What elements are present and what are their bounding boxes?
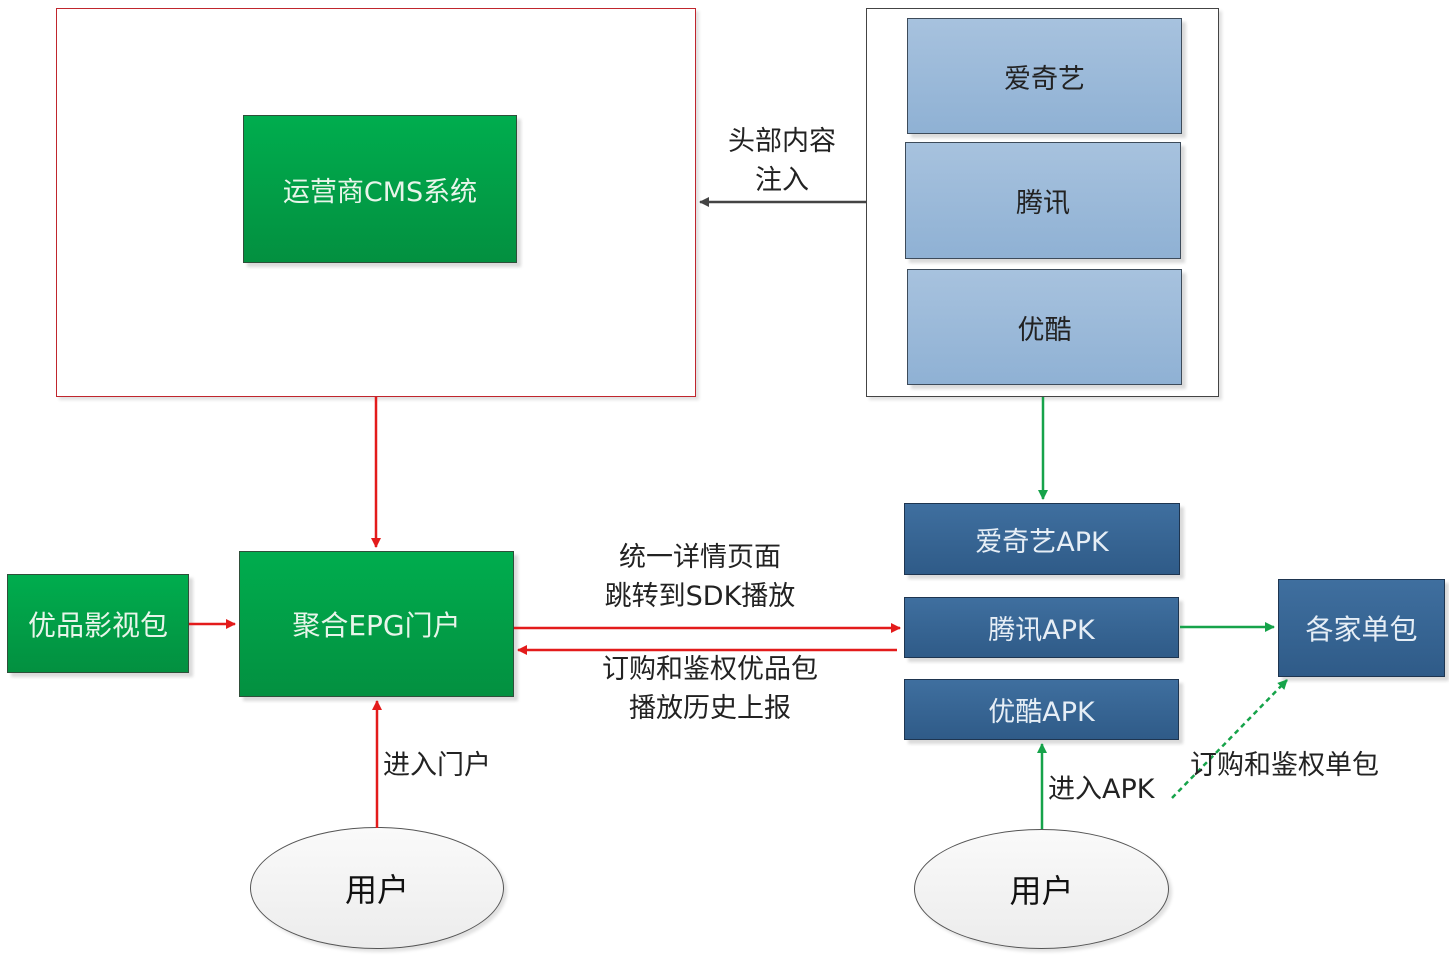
apk-iqiyi-node[interactable]: 爱奇艺APK xyxy=(904,503,1180,575)
label-header-content-injection: 头部内容 注入 xyxy=(712,122,852,200)
label-line: 播放历史上报 xyxy=(629,693,791,725)
label-order-auth-single: 订购和鉴权单包 xyxy=(1190,750,1379,781)
user-left-label: 用户 xyxy=(344,871,409,909)
arrow-order-single-dashed xyxy=(1171,679,1288,799)
single-packages-label: 各家单包 xyxy=(1305,613,1418,646)
label-line: 头部内容 xyxy=(728,126,836,157)
premium-package-node[interactable]: 优品影视包 xyxy=(7,574,189,673)
label-enter-apk: 进入APK xyxy=(1048,774,1155,805)
provider-tencent-label: 腾讯 xyxy=(1016,188,1070,219)
provider-youku-label: 优酷 xyxy=(1017,314,1072,346)
apk-iqiyi-label: 爱奇艺APK xyxy=(975,526,1109,558)
apk-tencent-node[interactable]: 腾讯APK xyxy=(904,597,1179,658)
operator-cms-label: 运营商CMS系统 xyxy=(282,176,478,208)
provider-youku-node[interactable]: 优酷 xyxy=(907,269,1182,385)
label-line: 跳转到SDK播放 xyxy=(604,581,796,613)
provider-tencent-node[interactable]: 腾讯 xyxy=(905,142,1181,259)
aggregated-epg-node[interactable]: 聚合EPG门户 xyxy=(239,551,514,697)
label-line: 统一详情页面 xyxy=(619,542,781,573)
user-right-label: 用户 xyxy=(1009,872,1074,910)
premium-package-label: 优品影视包 xyxy=(27,608,168,642)
user-right-node[interactable]: 用户 xyxy=(914,829,1169,949)
apk-tencent-label: 腾讯APK xyxy=(988,615,1095,646)
provider-iqiyi-node[interactable]: 爱奇艺 xyxy=(907,18,1182,134)
operator-cms-node[interactable]: 运营商CMS系统 xyxy=(243,115,517,263)
single-packages-node[interactable]: 各家单包 xyxy=(1278,579,1445,677)
label-line: 订购和鉴权优品包 xyxy=(602,654,818,685)
provider-iqiyi-label: 爱奇艺 xyxy=(1004,63,1085,95)
apk-youku-label: 优酷APK xyxy=(988,697,1095,728)
label-enter-portal: 进入门户 xyxy=(383,750,491,781)
user-left-node[interactable]: 用户 xyxy=(250,827,504,949)
label-line: 注入 xyxy=(755,165,809,197)
aggregated-epg-label: 聚合EPG门户 xyxy=(292,609,461,642)
label-order-auth-report: 订购和鉴权优品包 播放历史上报 xyxy=(560,650,860,728)
label-detail-page-jump: 统一详情页面 跳转到SDK播放 xyxy=(560,538,840,616)
apk-youku-node[interactable]: 优酷APK xyxy=(904,679,1179,740)
